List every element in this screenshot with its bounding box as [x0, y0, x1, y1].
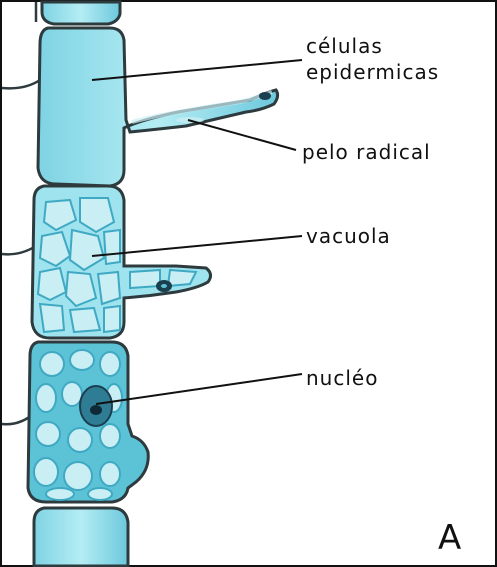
- epidermal-cell-4: [34, 508, 128, 566]
- epidermal-cell-1: [38, 28, 278, 186]
- top-cell: [42, 2, 120, 24]
- label-cells-line1: células: [306, 34, 383, 58]
- panel-letter: A: [438, 518, 461, 558]
- nucleus-cell-1: [259, 92, 271, 100]
- label-root-hair: pelo radical: [302, 140, 431, 164]
- nucleus-cell-3: [90, 405, 102, 415]
- label-nucleus: nucléo: [306, 366, 378, 390]
- label-cells-line2: epidermicas: [306, 60, 439, 84]
- label-vacuole: vacuola: [306, 224, 391, 248]
- leader-root-hair: [188, 120, 296, 150]
